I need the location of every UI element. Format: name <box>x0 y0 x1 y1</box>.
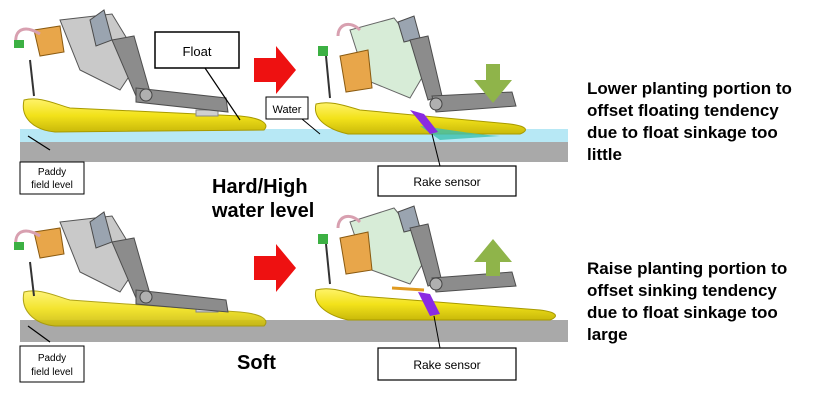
paddy-label-bottom-line1: Paddy <box>38 353 66 364</box>
description-top: Lower planting portion to offset floatin… <box>587 78 827 166</box>
planter-before-bottom <box>14 211 267 327</box>
paddy-label-top-line2: field level <box>31 180 73 191</box>
transition-arrow-bottom <box>254 244 296 292</box>
float-before-top <box>22 98 267 133</box>
description-bottom-line4: large <box>587 325 628 344</box>
condition-soft: Soft <box>237 352 276 374</box>
paddy-callout-bottom <box>19 345 85 383</box>
description-bottom: Raise planting portion to offset sinking… <box>587 258 832 346</box>
paddy-ground-top <box>20 142 568 162</box>
description-top-line4: little <box>587 145 622 164</box>
rake-sensor-label-top: Rake sensor <box>413 175 480 189</box>
planter-before-top <box>14 9 267 133</box>
water-label: Water <box>273 104 302 116</box>
rake-sensor-label-bottom: Rake sensor <box>413 358 480 372</box>
top-panel: Float Water Paddy field level Rake senso… <box>14 9 568 222</box>
rake-sensor-bottom <box>418 292 440 316</box>
condition-hard-high-line2: water level <box>211 200 314 222</box>
float-label: Float <box>183 44 212 59</box>
float-before-bottom <box>22 290 267 327</box>
water-callout <box>265 96 309 120</box>
description-top-line1: Lower planting portion to <box>587 79 792 98</box>
lower-arrow <box>474 64 512 103</box>
planter-after-bottom <box>314 205 556 321</box>
paddy-callout-top <box>19 161 85 195</box>
condition-hard-high-line1: Hard/High <box>212 176 308 198</box>
paddy-label-top-line1: Paddy <box>38 167 66 178</box>
float-after-bottom <box>314 288 556 321</box>
rake-sensor-top <box>410 110 438 134</box>
description-bottom-line2: offset sinking tendency <box>587 281 777 300</box>
description-top-line2: offset floating tendency <box>587 101 779 120</box>
transition-arrow-top <box>254 46 296 94</box>
rake-sensor-callout-bottom <box>377 347 517 381</box>
float-callout <box>154 31 240 69</box>
raise-arrow <box>474 239 512 276</box>
planter-after-top <box>314 15 526 140</box>
paddy-label-bottom-line2: field level <box>31 367 73 378</box>
bottom-panel: Paddy field level Soft Rake sensor <box>14 205 568 383</box>
rake-sensor-callout-top <box>377 165 517 197</box>
description-bottom-line1: Raise planting portion to <box>587 259 788 278</box>
description-bottom-line3: due to float sinkage too <box>587 303 778 322</box>
description-top-line3: due to float sinkage too <box>587 123 778 142</box>
